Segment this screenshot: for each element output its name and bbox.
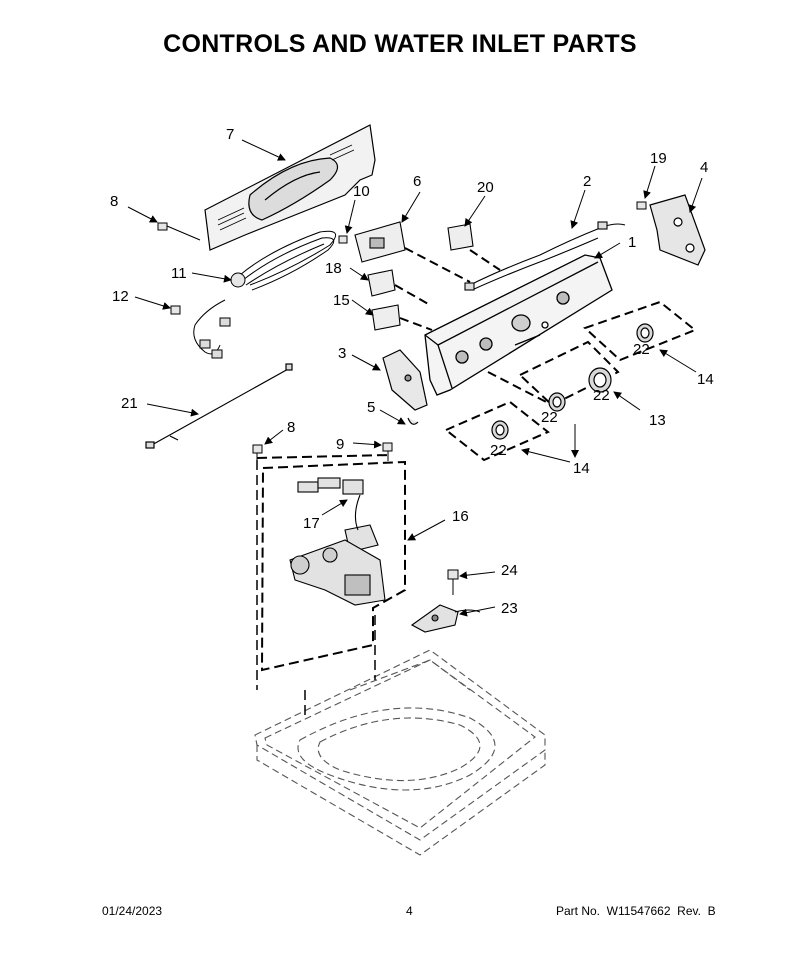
console-harness — [464, 221, 626, 291]
callout-18: 18 — [325, 260, 342, 277]
console-bracket — [649, 194, 706, 266]
callout-4: 4 — [700, 159, 708, 176]
callout-22-d: 22 — [490, 442, 507, 459]
callout-10: 10 — [353, 183, 370, 200]
console-panel — [424, 254, 613, 396]
water-inlet-dashed-box — [256, 454, 406, 672]
callout-8-top: 8 — [110, 193, 118, 210]
callout-13: 13 — [649, 412, 666, 429]
callout-19: 19 — [650, 150, 667, 167]
callout-17: 17 — [303, 515, 320, 532]
callout-9: 9 — [336, 436, 344, 453]
washer-top-outline — [254, 649, 546, 856]
callout-22-b: 22 — [593, 387, 610, 404]
assembly-leader-lines — [256, 460, 376, 720]
callout-16: 16 — [452, 508, 469, 525]
knobs — [491, 323, 654, 440]
callout-24: 24 — [501, 562, 518, 579]
callout-7: 7 — [226, 126, 234, 143]
callout-21: 21 — [121, 395, 138, 412]
callout-20: 20 — [477, 179, 494, 196]
callout-3: 3 — [338, 345, 346, 362]
pressure-sensor — [410, 604, 481, 633]
footer-date: 01/24/2023 — [102, 904, 163, 918]
wire-harness-coil — [193, 230, 337, 359]
callout-2: 2 — [583, 173, 591, 190]
callout-22-c: 22 — [541, 409, 558, 426]
callout-8-lower: 8 — [287, 419, 295, 436]
callout-6: 6 — [413, 173, 421, 190]
footer-page-number: 4 — [406, 904, 413, 918]
console-endcap — [382, 349, 428, 425]
callout-arrows — [127, 139, 703, 617]
callout-23: 23 — [501, 600, 518, 617]
callout-12: 12 — [112, 288, 129, 305]
module-dashed-leaders — [394, 247, 501, 331]
control-modules — [354, 221, 474, 331]
callout-15: 15 — [333, 292, 350, 309]
callout-5: 5 — [367, 399, 375, 416]
callout-22-a: 22 — [633, 341, 650, 358]
screws — [157, 201, 647, 595]
water-inlet-valve — [289, 477, 386, 606]
callout-labels: 1 2 3 4 5 6 7 8 8 9 10 11 12 13 14 14 15… — [110, 126, 714, 617]
footer-part-number: Part No. W11547662 Rev. B — [556, 904, 716, 918]
page-title: CONTROLS AND WATER INLET PARTS — [163, 30, 637, 58]
callout-14-bottom: 14 — [573, 460, 590, 477]
callout-1: 1 — [628, 234, 636, 251]
wire-sensor-part — [145, 363, 293, 449]
knob-dashed-boxes — [444, 300, 697, 462]
rear-panel — [204, 124, 376, 251]
callout-11: 11 — [171, 265, 187, 282]
callout-14-right: 14 — [697, 371, 714, 388]
